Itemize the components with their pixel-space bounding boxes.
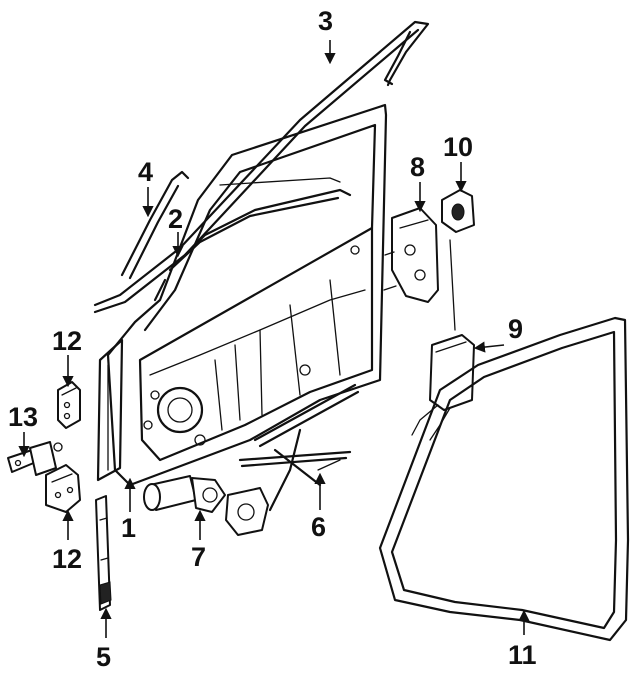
regulator-motor xyxy=(143,475,226,513)
front-weatherstrip xyxy=(120,170,190,280)
callout-1: 1 xyxy=(121,513,136,543)
upper-hinge xyxy=(57,381,81,429)
callout-labels: 3 4 2 1 5 6 7 8 9 10 11 12 12 13 xyxy=(8,6,537,672)
callout-4: 4 xyxy=(138,157,153,187)
callout-2: 2 xyxy=(168,204,183,234)
lower-hinge xyxy=(45,464,81,513)
callout-3: 3 xyxy=(318,6,333,36)
callout-8: 8 xyxy=(410,152,425,182)
leader-lines xyxy=(18,40,530,638)
window-regulator xyxy=(225,383,360,536)
lock-actuator xyxy=(441,189,475,331)
body-weatherstrip xyxy=(378,316,630,642)
door-lock xyxy=(383,207,439,303)
callout-5: 5 xyxy=(96,642,111,672)
callout-12-lower: 12 xyxy=(52,544,82,574)
door-check xyxy=(95,495,112,611)
callout-12-upper: 12 xyxy=(52,326,82,356)
callout-13: 13 xyxy=(8,402,38,432)
callout-6: 6 xyxy=(311,512,326,542)
callout-10: 10 xyxy=(443,132,473,162)
callout-7: 7 xyxy=(191,542,206,572)
callout-9: 9 xyxy=(508,314,523,344)
callout-11: 11 xyxy=(508,640,537,670)
door-shell xyxy=(96,103,388,487)
